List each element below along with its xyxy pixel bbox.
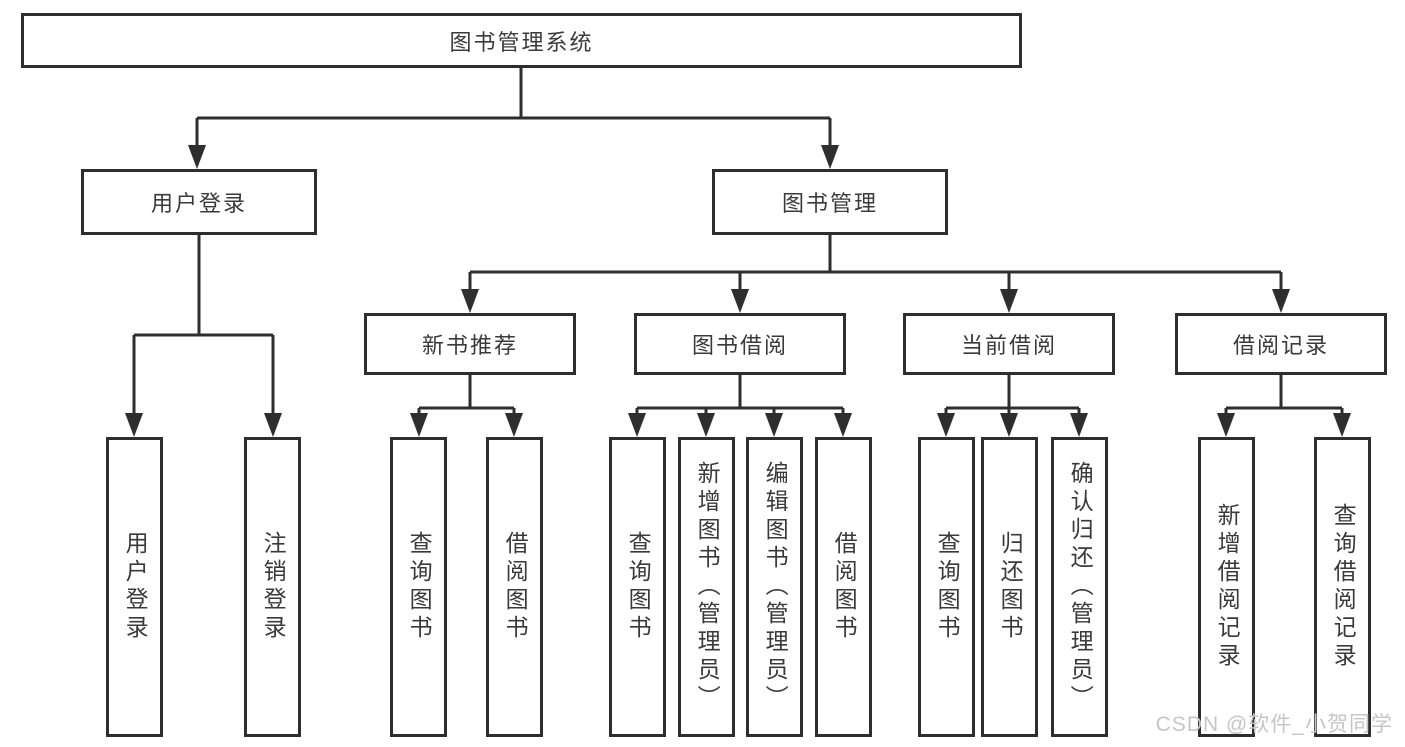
leaf-user-login: 用户登录 <box>106 437 163 737</box>
leaf-query-books-recommend: 查询图书 <box>390 437 447 737</box>
node-new-book-recommend-label: 新书推荐 <box>421 333 518 358</box>
node-book-management: 图书管理 <box>712 169 948 235</box>
connector-book-borrow-subtree <box>635 375 845 416</box>
node-book-management-label: 图书管理 <box>781 191 878 216</box>
leaf-add-borrow-record: 新增借阅记录 <box>1198 437 1255 737</box>
node-user-login-label: 用户登录 <box>150 191 247 216</box>
leaf-query-books-borrow: 查询图书 <box>609 437 666 737</box>
node-current-borrow: 当前借阅 <box>903 313 1115 375</box>
connector-root-to-level2 <box>195 68 832 147</box>
leaf-confirm-return-admin: 确认归还（管理员） <box>1051 437 1108 737</box>
connector-book-management-to-level3 <box>468 235 1283 290</box>
node-root-label: 图书管理系统 <box>449 29 594 55</box>
leaf-return-books: 归还图书 <box>981 437 1038 737</box>
connector-new-book-subtree <box>417 375 516 416</box>
node-user-login: 用户登录 <box>81 169 317 235</box>
node-borrow-records: 借阅记录 <box>1175 313 1387 375</box>
leaf-query-books-current: 查询图书 <box>918 437 975 737</box>
leaf-borrow-books-recommend: 借阅图书 <box>486 437 543 737</box>
leaf-borrow-books: 借阅图书 <box>815 437 872 737</box>
node-new-book-recommend: 新书推荐 <box>364 313 576 375</box>
node-borrow-records-label: 借阅记录 <box>1232 333 1329 358</box>
connector-borrow-records-subtree <box>1224 375 1344 416</box>
node-current-borrow-label: 当前借阅 <box>960 333 1057 358</box>
node-library-management-system: 图书管理系统 <box>21 13 1022 68</box>
connector-current-borrow-subtree <box>944 375 1081 416</box>
arrowheads <box>125 145 1351 437</box>
leaf-edit-book-admin: 编辑图书（管理员） <box>746 437 803 737</box>
leaf-query-borrow-record: 查询借阅记录 <box>1314 437 1371 737</box>
connector-user-login-subtree <box>132 235 275 415</box>
node-book-borrow-label: 图书借阅 <box>691 333 788 358</box>
leaf-logout: 注销登录 <box>244 437 301 737</box>
node-book-borrow: 图书借阅 <box>634 313 846 375</box>
leaf-add-book-admin: 新增图书（管理员） <box>678 437 735 737</box>
csdn-watermark: CSDN @软件_小贺同学 <box>1155 713 1393 736</box>
